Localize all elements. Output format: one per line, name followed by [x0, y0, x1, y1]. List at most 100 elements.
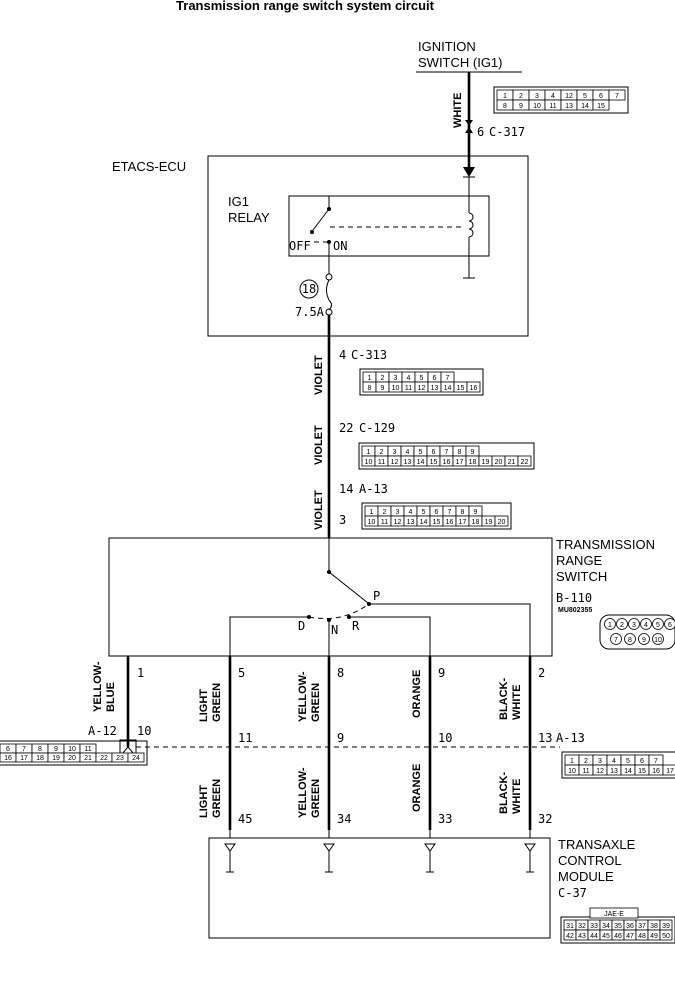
trs-connector-id: B-110	[556, 591, 592, 605]
connector-pin-number: 48	[638, 933, 646, 940]
connector-pin-cell	[664, 618, 675, 630]
connector-pin-number: 42	[566, 933, 574, 940]
connector-pin-number: 6	[640, 758, 644, 765]
connector-pin-number: 31	[566, 923, 574, 930]
connector-pin-number: 8	[38, 746, 42, 753]
connector-pin-number: 16	[446, 519, 454, 526]
connector-pin-number: 3	[632, 622, 636, 629]
tcm-connector-id: C-37	[558, 886, 587, 900]
bw-label-line2: WHITE	[511, 685, 523, 720]
c313-connector-id: C-313	[351, 348, 387, 362]
connector-pin-number: 13	[565, 103, 573, 110]
connector-pin-number: 2	[383, 509, 387, 516]
switch-pos-d: D	[298, 619, 305, 633]
connector-pin-number: 16	[4, 755, 12, 762]
connector-pin-number: 1	[608, 622, 612, 629]
connector-pin-number: 7	[22, 746, 26, 753]
wire-label-violet: VIOLET	[313, 355, 325, 395]
yb-label-line1: YELLOW-	[92, 661, 104, 712]
diagram-title: Transmission range switch system circuit	[176, 0, 435, 13]
tcm-label-line2: CONTROL	[558, 853, 622, 868]
switch-path-d	[229, 616, 309, 656]
bw-pin-top: 2	[538, 666, 545, 680]
trs-label-line3: SWITCH	[556, 569, 607, 584]
connector-pin-number: 21	[508, 459, 516, 466]
connector-pin-number: 15	[597, 103, 605, 110]
connector-pin-cell	[652, 618, 664, 630]
connector-pin-number: 16	[652, 768, 660, 775]
tcm-label-line3: MODULE	[558, 869, 614, 884]
connector-pin-number: 19	[482, 459, 490, 466]
connector-pin-number: 11	[84, 746, 91, 753]
connector-pin-cell	[662, 764, 675, 776]
connector-pin-number: 38	[650, 923, 658, 930]
connector-pin-number: 5	[656, 622, 660, 629]
connector-pin-number: 24	[132, 755, 140, 762]
bw-pin-mid: 13	[538, 731, 552, 745]
yb-pin: 1	[137, 666, 144, 680]
or-label: ORANGE	[411, 764, 423, 812]
wire-label-violet: VIOLET	[313, 490, 325, 530]
connector-pin-number: 5	[422, 509, 426, 516]
connector-pin-cell	[640, 618, 652, 630]
connector-pin-number: 7	[448, 509, 452, 516]
a13-top-pin-lower: 3	[339, 513, 346, 527]
tcm-label-line1: TRANSAXLE	[558, 837, 636, 852]
c129-pin: 22	[339, 421, 353, 435]
fuse-terminal	[325, 273, 333, 281]
connector-pin-number: 14	[624, 768, 632, 775]
fuse-rating: 7.5A	[295, 305, 325, 319]
switch-pos-n: N	[331, 623, 338, 637]
yg-label-line1: YELLOW-	[297, 767, 309, 818]
connector-pin-number: 18	[472, 519, 480, 526]
connector-pin-number: 20	[498, 519, 506, 526]
connector-pin-number: 2	[519, 93, 523, 100]
connector-pin-number: 14	[420, 519, 428, 526]
connector-pin-number: 34	[602, 923, 610, 930]
ignition-pin: 6	[477, 125, 484, 139]
connector-pin-number: 47	[626, 933, 634, 940]
bw-label-line1: BLACK-	[498, 678, 510, 720]
yg-label-line2: GREEN	[310, 683, 322, 722]
or-pin-bot: 33	[438, 812, 452, 826]
connector-pin-cell	[517, 455, 532, 467]
connector-pin-number: 12	[391, 459, 399, 466]
connector-pin-number: 1	[367, 449, 371, 456]
ignition-label-line2: SWITCH (IG1)	[418, 55, 503, 70]
connector-pin-number: 3	[393, 449, 397, 456]
connector-pin-number: 20	[495, 459, 503, 466]
trs-label-line2: RANGE	[556, 553, 603, 568]
connector-pin-number: 13	[610, 768, 618, 775]
relay-switch-arm	[312, 208, 330, 231]
connector-pin-number: 6	[668, 622, 672, 629]
lg-label-line2: GREEN	[211, 683, 223, 722]
connector-pin-number: 11	[378, 459, 385, 466]
a12-pin: 10	[137, 724, 151, 738]
connector-pin-number: 11	[582, 768, 589, 775]
a13-mid-connector-id: A-13	[556, 731, 585, 745]
relay-label-line1: IG1	[228, 194, 249, 209]
connector-pin-number: 18	[469, 459, 477, 466]
connector-pin-number: 9	[54, 746, 58, 753]
connector-pin-number: 15	[430, 459, 438, 466]
connector-pin-cell	[659, 929, 673, 941]
connector-pin-number: 15	[457, 385, 465, 392]
connector-pin-number: 7	[654, 758, 658, 765]
c129-connector-id: C-129	[359, 421, 395, 435]
connector-pin-number: 43	[578, 933, 586, 940]
connector-pin-number: 13	[407, 519, 415, 526]
connector-pin-number: 19	[485, 519, 493, 526]
lg-label-line1: LIGHT	[198, 689, 210, 722]
wire-label-white: WHITE	[452, 93, 464, 128]
connector-pin-number: 8	[461, 509, 465, 516]
tcm-input-icon	[524, 843, 536, 852]
connector-pin-number: 13	[404, 459, 412, 466]
connector-pin-number: 15	[433, 519, 441, 526]
connector-pin-number: 14	[581, 103, 589, 110]
connector-pin-number: 3	[396, 509, 400, 516]
